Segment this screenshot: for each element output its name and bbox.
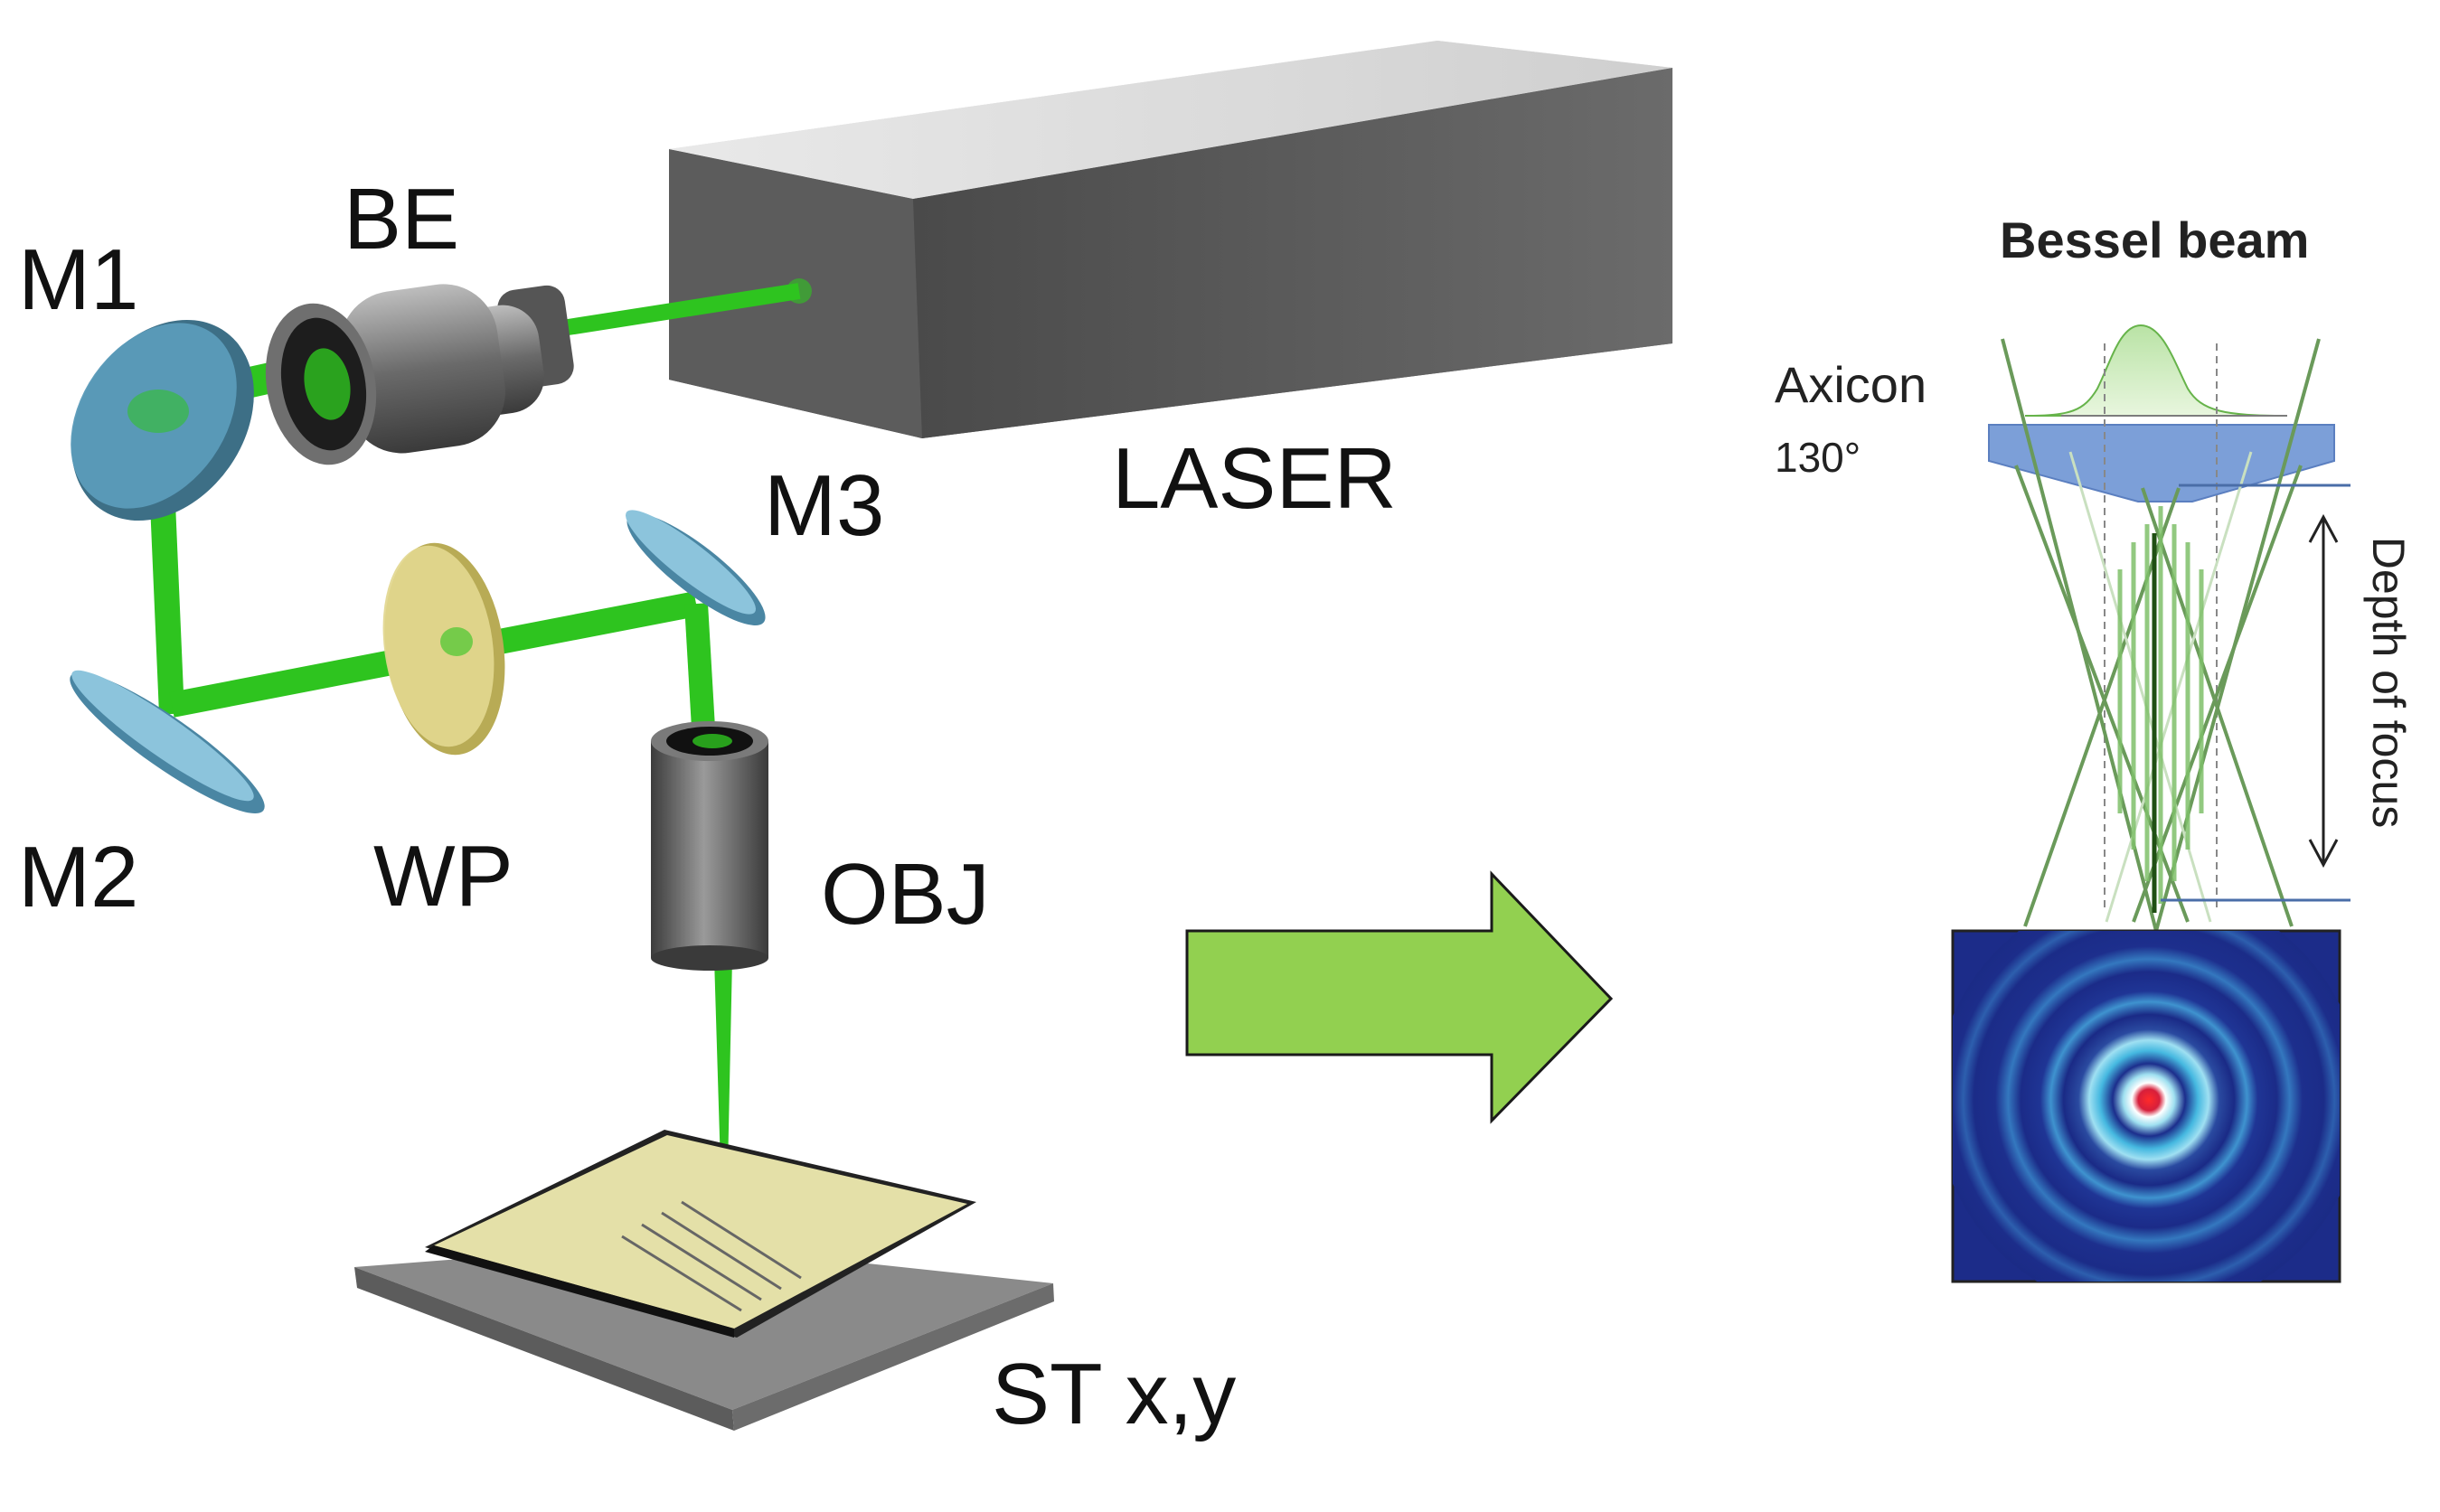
objective-obj bbox=[651, 721, 768, 971]
transition-arrow bbox=[1185, 870, 1614, 1124]
label-obj: OBJ bbox=[821, 846, 990, 943]
mirror-m2 bbox=[70, 670, 265, 814]
mirror-m3 bbox=[626, 510, 766, 625]
beam-expander-be bbox=[265, 284, 574, 465]
depth-of-focus-arrow bbox=[2308, 513, 2339, 869]
axicon-element bbox=[1988, 424, 2335, 502]
label-stage: ST x,y bbox=[992, 1346, 1236, 1442]
depth-of-focus-label: Depth of focus bbox=[2363, 537, 2414, 828]
bessel-beam-panel bbox=[1951, 324, 2351, 1283]
bessel-title: Bessel beam bbox=[2000, 211, 2309, 268]
label-laser: LASER bbox=[1112, 430, 1397, 527]
label-wp: WP bbox=[373, 828, 513, 925]
bessel-ring-pattern bbox=[1951, 929, 2341, 1283]
mirror-m1 bbox=[71, 319, 254, 521]
label-m1: M1 bbox=[18, 231, 138, 328]
axicon-angle: 130° bbox=[1775, 434, 1861, 481]
waveplate-wp bbox=[382, 542, 505, 756]
stage-xy bbox=[354, 1130, 1054, 1431]
label-m3: M3 bbox=[764, 457, 884, 554]
label-be: BE bbox=[344, 171, 459, 268]
label-m2: M2 bbox=[18, 829, 138, 925]
axicon-label: Axicon bbox=[1775, 356, 1927, 413]
gaussian-profile bbox=[2024, 324, 2288, 417]
laser-box bbox=[669, 41, 1672, 438]
